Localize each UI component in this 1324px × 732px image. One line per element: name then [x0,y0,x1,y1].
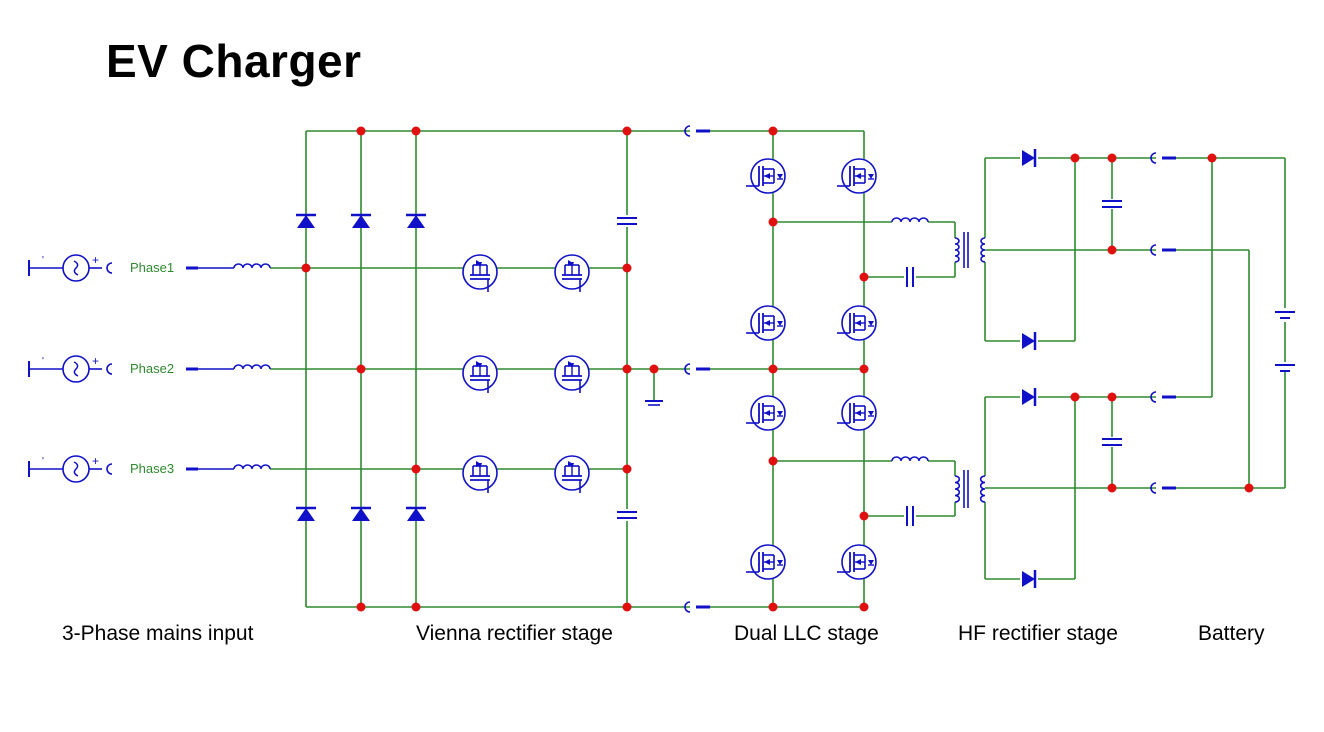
stage-label-mains: 3-Phase mains input [62,622,254,645]
page-title: EV Charger [106,35,362,87]
battery-symbol [1275,311,1295,372]
stage-label-llc: Dual LLC stage [734,622,879,645]
phase-inductors [186,263,271,471]
vienna-switches [462,254,590,494]
llc-resonant-tanks [891,217,929,527]
transformer-1 [954,232,986,268]
dc-link-capacitors [616,215,638,521]
phase-label-2: Phase2 [130,361,174,376]
phase-label-3: Phase3 [130,461,174,476]
stage-label-battery: Battery [1198,622,1265,645]
ac-source-phase1 [28,252,113,282]
transformer-2 [954,470,986,508]
hf-rectifier-diodes [1020,147,1037,590]
stage-label-vienna: Vienna rectifier stage [416,622,613,645]
phase-label-1: Phase1 [130,260,174,275]
ac-source-phase2 [28,353,113,383]
ground-symbol [645,400,663,406]
output-ports [1149,151,1178,495]
junction-nodes [301,126,1254,612]
ac-source-phase3 [28,453,113,483]
stage-label-hf-rectifier: HF rectifier stage [958,622,1118,645]
